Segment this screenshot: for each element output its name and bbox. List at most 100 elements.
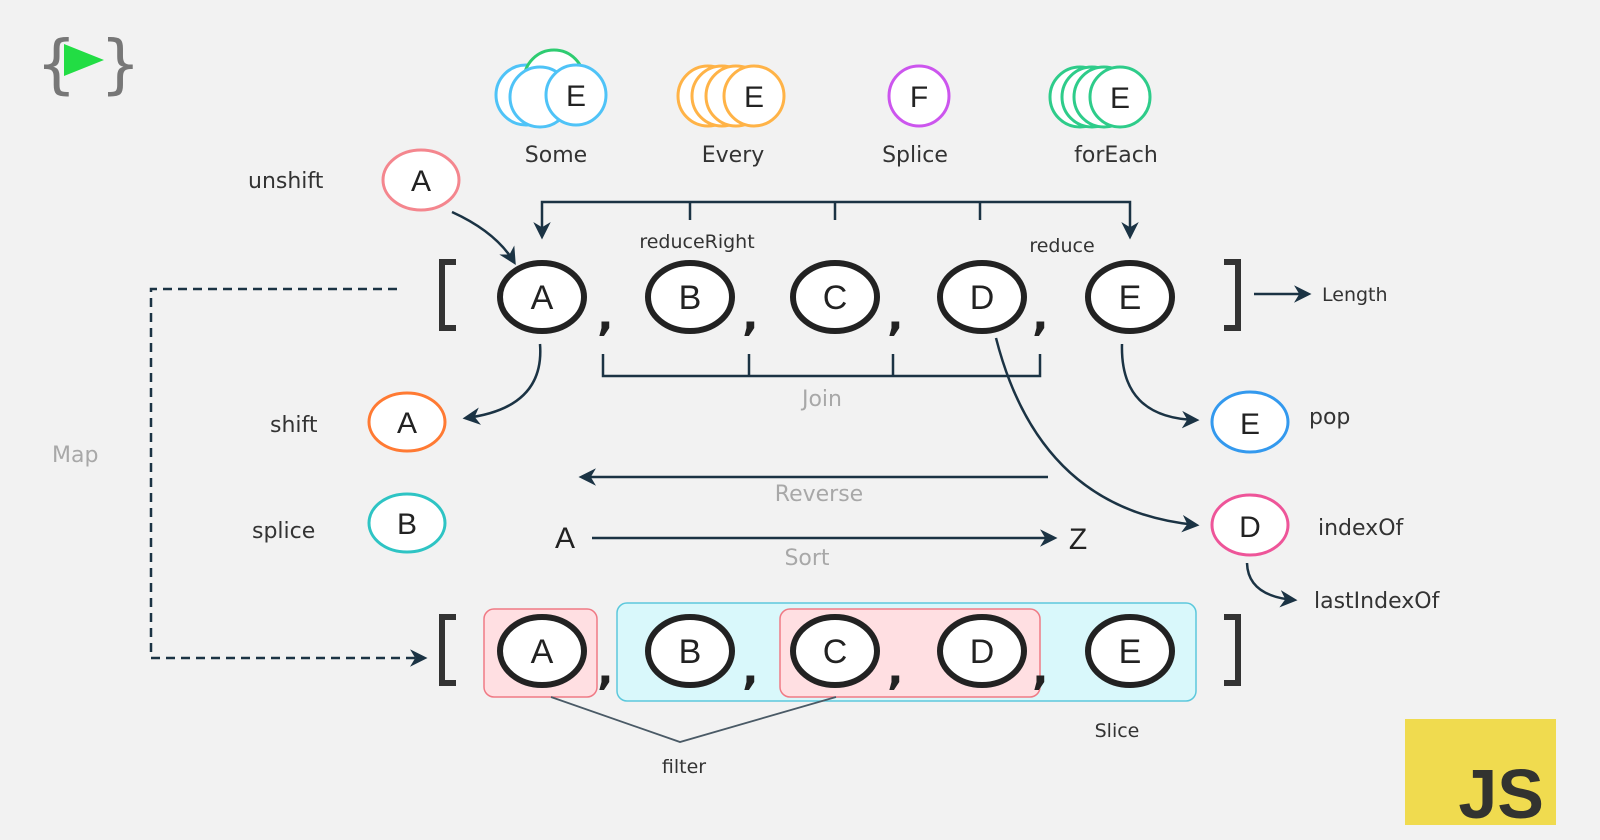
shift-arrow	[462, 343, 542, 425]
filtered-element-b: B	[645, 614, 735, 688]
every-label: Every	[702, 143, 765, 168]
filtered-array-close-bracket	[1224, 614, 1241, 686]
method-splice: splice B	[252, 492, 447, 554]
filtered-array-open-bracket	[439, 614, 456, 686]
foreach-circle-front	[1088, 65, 1152, 129]
some-label: Some	[525, 143, 587, 168]
logo: { }	[36, 28, 141, 102]
filtered-element-e: E	[1085, 614, 1175, 688]
splice-top-circle	[887, 64, 951, 128]
last-index-of-label: lastIndexOf	[1314, 589, 1441, 614]
pop-label: pop	[1309, 405, 1350, 430]
unshift-label: unshift	[248, 169, 324, 194]
pop-circle	[1210, 390, 1290, 454]
unshift-circle	[381, 148, 461, 212]
filtered-array: A , B , C , D , E	[439, 602, 1241, 702]
filtered-comma-4: ,	[1032, 644, 1049, 695]
svg-text:C: C	[823, 279, 848, 317]
sort-from-letter: A	[555, 522, 575, 555]
shift-letter: A	[397, 407, 417, 440]
filtered-element-d: D	[937, 614, 1027, 688]
filtered-comma-2: ,	[742, 644, 759, 695]
play-icon	[64, 44, 104, 76]
last-index-of-arrow	[1245, 562, 1298, 608]
main-comma-3: ,	[887, 290, 904, 341]
main-array-open-bracket	[439, 259, 456, 331]
method-unshift: unshift A	[248, 148, 516, 266]
filter-label: filter	[662, 756, 706, 778]
js-badge-bg	[1405, 719, 1556, 825]
every-letter: E	[744, 81, 764, 114]
reduce-right-label: reduceRight	[639, 231, 754, 253]
svg-text:B: B	[679, 279, 702, 317]
filtered-comma-3: ,	[887, 644, 904, 695]
shift-label: shift	[270, 413, 318, 438]
filtered-comma-1: ,	[597, 644, 614, 695]
splice-letter: B	[397, 508, 417, 541]
index-of-arrow	[994, 337, 1200, 533]
method-splice-top: F Splice	[882, 64, 951, 168]
method-every: E Every	[676, 64, 786, 168]
main-comma-4: ,	[1032, 290, 1049, 341]
sort-annotation: A Z Sort	[555, 522, 1087, 571]
method-pop: E pop	[1120, 343, 1350, 454]
every-circle-front	[722, 64, 786, 128]
splice-top-letter: F	[910, 81, 928, 114]
svg-text:B: B	[679, 633, 702, 671]
unshift-arrow	[451, 210, 516, 266]
svg-text:A: A	[531, 279, 554, 317]
main-array: A , B , C , D , E	[439, 259, 1241, 341]
index-of-label: indexOf	[1318, 516, 1405, 541]
svg-text:D: D	[970, 633, 995, 671]
unshift-letter: A	[411, 165, 431, 198]
main-element-a: A	[497, 260, 587, 334]
main-element-e: E	[1085, 260, 1175, 334]
splice-circle	[367, 492, 447, 554]
sort-label: Sort	[784, 546, 829, 571]
reduce-bracket: reduceRight reduce	[533, 200, 1139, 257]
filtered-element-a: A	[497, 614, 587, 688]
svg-text:C: C	[823, 633, 848, 671]
logo-right-brace: }	[100, 28, 141, 102]
svg-text:D: D	[970, 279, 995, 317]
main-comma-1: ,	[597, 290, 614, 341]
main-element-d: D	[937, 260, 1027, 334]
some-circle-front	[544, 63, 608, 127]
map-arrow	[149, 287, 428, 667]
length-label: Length	[1322, 284, 1388, 306]
filter-connector	[550, 696, 837, 743]
splice-top-label: Splice	[882, 143, 948, 168]
main-array-close-bracket	[1224, 259, 1241, 331]
method-some: E Some	[494, 48, 608, 168]
index-of-letter: D	[1239, 511, 1261, 544]
shift-circle	[367, 391, 447, 453]
foreach-letter: E	[1110, 82, 1130, 115]
join-bracket: Join	[601, 354, 1042, 412]
method-foreach: E forEach	[1048, 65, 1158, 168]
reverse-label: Reverse	[775, 482, 863, 507]
sort-to-letter: Z	[1069, 523, 1087, 556]
js-badge-text: JS	[1458, 755, 1544, 833]
join-bracket-line	[601, 354, 1042, 378]
pop-letter: E	[1240, 408, 1260, 441]
main-element-b: B	[645, 260, 735, 334]
filtered-element-c: C	[790, 614, 880, 688]
foreach-label: forEach	[1074, 143, 1158, 168]
map-annotation: Map	[52, 287, 428, 667]
join-label: Join	[800, 387, 842, 412]
js-badge: JS	[1405, 719, 1556, 833]
svg-text:A: A	[531, 633, 554, 671]
main-comma-2: ,	[742, 290, 759, 341]
filter-annotation: filter	[550, 696, 837, 778]
map-label: Map	[52, 443, 98, 468]
index-of-circle	[1210, 493, 1290, 557]
method-index-of: D indexOf lastIndexOf	[994, 337, 1441, 614]
svg-text:E: E	[1119, 633, 1142, 671]
reverse-annotation: Reverse	[578, 468, 1048, 507]
pop-arrow	[1120, 343, 1200, 429]
method-shift: shift A	[270, 343, 542, 453]
svg-text:E: E	[1119, 279, 1142, 317]
length-annotation: Length	[1254, 284, 1388, 306]
reduce-label: reduce	[1029, 235, 1094, 257]
